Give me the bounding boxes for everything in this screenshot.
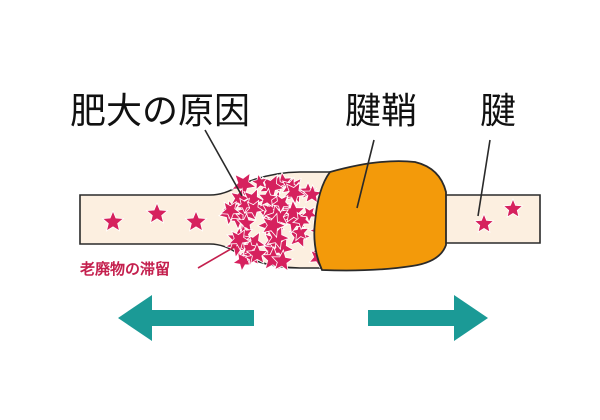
star-icon	[228, 229, 251, 252]
tendon-sheath-shape	[313, 160, 447, 272]
star-icon	[270, 193, 292, 214]
waste-scatter	[101, 197, 524, 233]
sheath-leader-line	[356, 139, 375, 209]
star-icon	[261, 212, 287, 239]
star-icon	[236, 212, 257, 233]
star-icon	[271, 248, 295, 272]
star-icon	[244, 199, 265, 220]
arrow-right-icon	[368, 295, 488, 341]
star-icon	[282, 181, 307, 206]
tendon-label: 腱	[480, 91, 517, 132]
star-icon	[184, 209, 208, 232]
tendon-leader-line	[477, 139, 491, 217]
star-icon	[502, 197, 524, 218]
tendon-sheath-label: 腱鞘	[345, 91, 418, 132]
cause-leader-line	[204, 129, 243, 197]
waste-leader-line	[197, 245, 237, 269]
arrow-left-icon	[118, 295, 254, 341]
star-icon	[230, 172, 257, 198]
star-icon	[250, 173, 268, 191]
star-icon	[219, 200, 242, 222]
star-icon	[257, 187, 279, 208]
star-icon	[302, 183, 323, 204]
star-icon	[101, 209, 125, 232]
star-icon	[145, 201, 169, 224]
hypertrophy-cause-label: 肥大の原因	[70, 91, 251, 132]
star-icon	[473, 212, 495, 233]
waste-retention-label: 老廃物の滞留	[80, 260, 171, 278]
star-icon	[245, 242, 269, 265]
